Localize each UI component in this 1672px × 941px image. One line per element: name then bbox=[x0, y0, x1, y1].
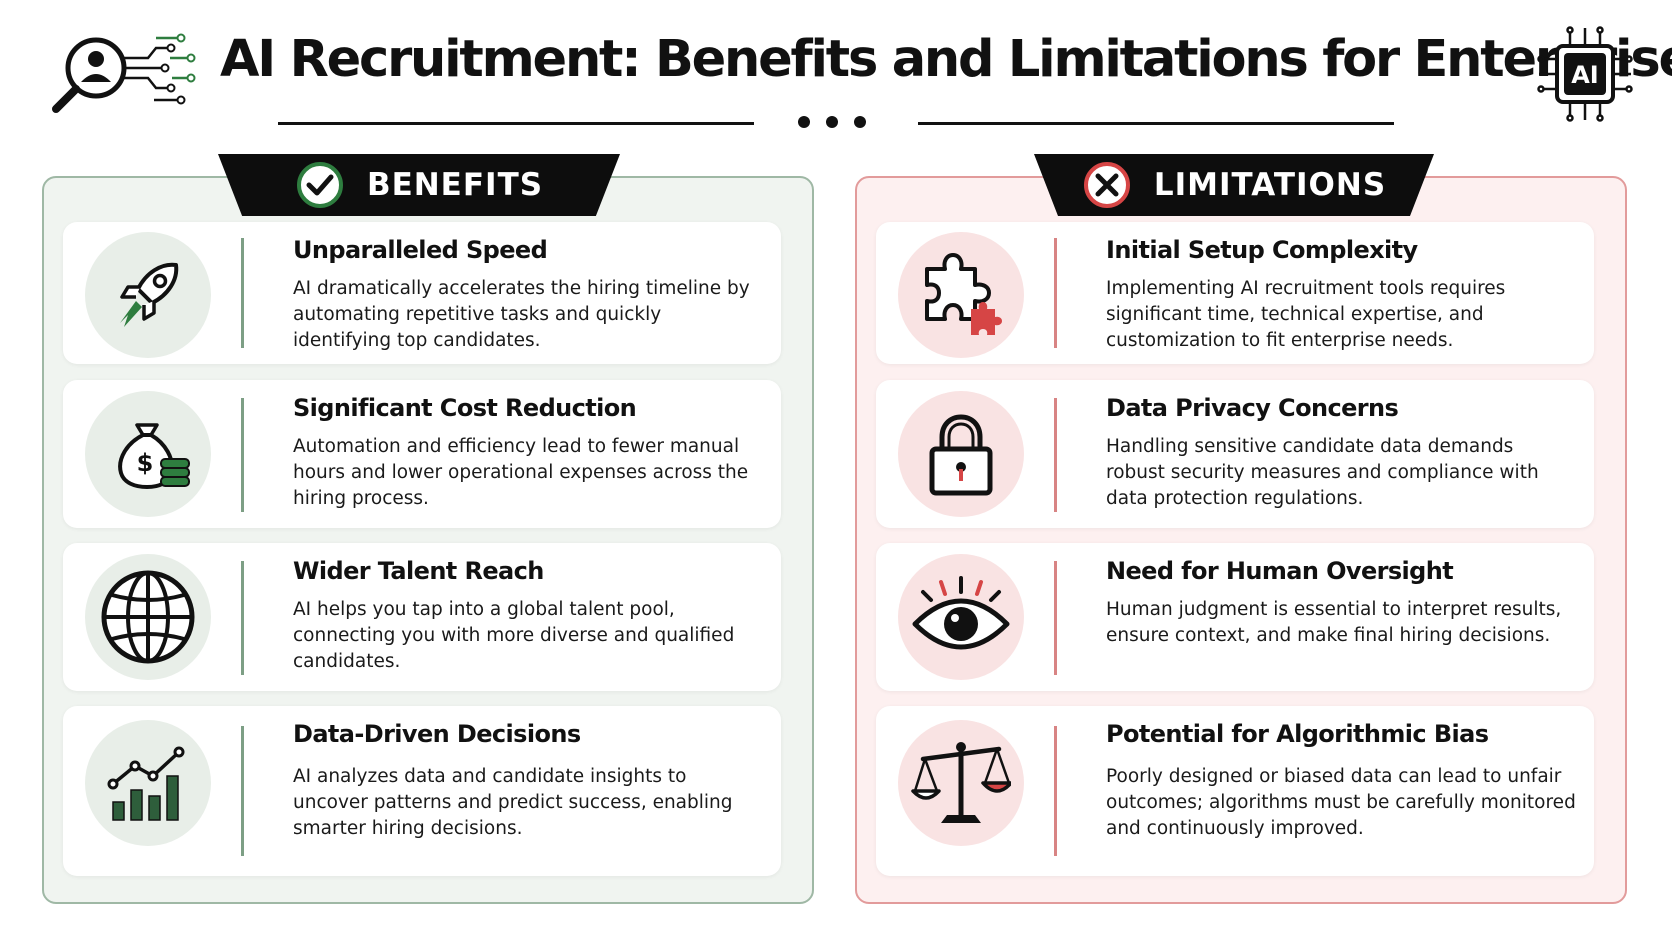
benefit-card-reach: Wider Talent Reach AI helps you tap into… bbox=[63, 543, 781, 691]
scales-icon bbox=[911, 742, 1011, 823]
header-rule-left bbox=[278, 122, 754, 125]
limitation-title: Need for Human Oversight bbox=[1106, 557, 1454, 585]
limitation-description: Implementing AI recruitment tools requir… bbox=[1106, 278, 1506, 351]
benefit-card-data: Data-Driven Decisions AI analyzes data a… bbox=[63, 706, 781, 876]
eye-icon bbox=[912, 576, 1010, 650]
benefit-title: Significant Cost Reduction bbox=[293, 394, 637, 422]
limitation-description: Poorly designed or biased data can lead … bbox=[1106, 766, 1576, 839]
benefits-heading: BENEFITS bbox=[366, 167, 544, 203]
benefit-title: Unparalleled Speed bbox=[293, 236, 548, 264]
benefit-description: AI analyzes data and candidate insights … bbox=[293, 766, 733, 839]
globe-icon bbox=[101, 570, 195, 664]
rocket-icon bbox=[120, 262, 179, 327]
limitation-title: Data Privacy Concerns bbox=[1106, 394, 1399, 422]
page-title: AI Recruitment: Benefits and Limitations… bbox=[220, 30, 1672, 89]
benefit-card-speed: Unparalleled Speed AI dramatically accel… bbox=[63, 222, 781, 364]
limitations-heading: LIMITATIONS bbox=[1153, 167, 1387, 203]
svg-text:$: $ bbox=[137, 449, 154, 477]
benefit-title: Data-Driven Decisions bbox=[293, 720, 581, 748]
ai-chip-label: AI bbox=[1571, 61, 1599, 89]
x-circle-icon bbox=[1083, 162, 1130, 208]
padlock-icon bbox=[929, 414, 993, 496]
header-dots bbox=[798, 116, 866, 128]
benefit-title: Wider Talent Reach bbox=[293, 557, 544, 585]
benefit-card-cost: $ Significant Cost Reduction Automation … bbox=[63, 380, 781, 528]
benefit-description: AI helps you tap into a global talent po… bbox=[293, 599, 735, 672]
limitation-title: Initial Setup Complexity bbox=[1106, 236, 1418, 264]
limitation-description: Handling sensitive candidate data demand… bbox=[1106, 436, 1539, 509]
limitation-card-bias: Potential for Algorithmic Bias Poorly de… bbox=[876, 706, 1594, 876]
money-bag-icon: $ bbox=[118, 423, 190, 489]
benefit-description: Automation and efficiency lead to fewer … bbox=[293, 436, 749, 509]
header-rule-right bbox=[918, 122, 1394, 125]
limitations-tab: LIMITATIONS bbox=[1034, 154, 1434, 216]
puzzle-icon bbox=[925, 253, 1002, 335]
ai-chip-icon: AI bbox=[1535, 24, 1635, 124]
check-circle-icon bbox=[296, 162, 343, 208]
limitation-title: Potential for Algorithmic Bias bbox=[1106, 720, 1489, 748]
benefit-description: AI dramatically accelerates the hiring t… bbox=[293, 278, 750, 351]
limitation-card-oversight: Need for Human Oversight Human judgment … bbox=[876, 543, 1594, 691]
candidate-search-icon bbox=[50, 28, 200, 123]
limitation-card-privacy: Data Privacy Concerns Handling sensitive… bbox=[876, 380, 1594, 528]
bar-chart-icon bbox=[107, 746, 185, 821]
limitation-description: Human judgment is essential to interpret… bbox=[1106, 599, 1562, 646]
benefits-tab: BENEFITS bbox=[218, 154, 620, 216]
limitation-card-setup: Initial Setup Complexity Implementing AI… bbox=[876, 222, 1594, 364]
